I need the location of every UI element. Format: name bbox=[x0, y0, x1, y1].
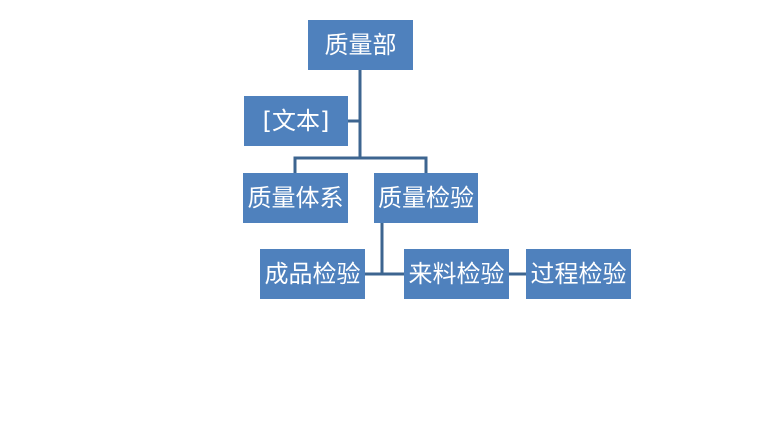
node-assistant: [文本] bbox=[244, 96, 348, 146]
node-root: 质量部 bbox=[308, 20, 413, 70]
node-final-inspection: 成品检验 bbox=[260, 249, 365, 299]
node-process-inspection: 过程检验 bbox=[526, 249, 631, 299]
node-incoming-inspection: 来料检验 bbox=[404, 249, 509, 299]
node-quality-inspection: 质量检验 bbox=[374, 173, 478, 223]
node-quality-system: 质量体系 bbox=[243, 173, 348, 223]
